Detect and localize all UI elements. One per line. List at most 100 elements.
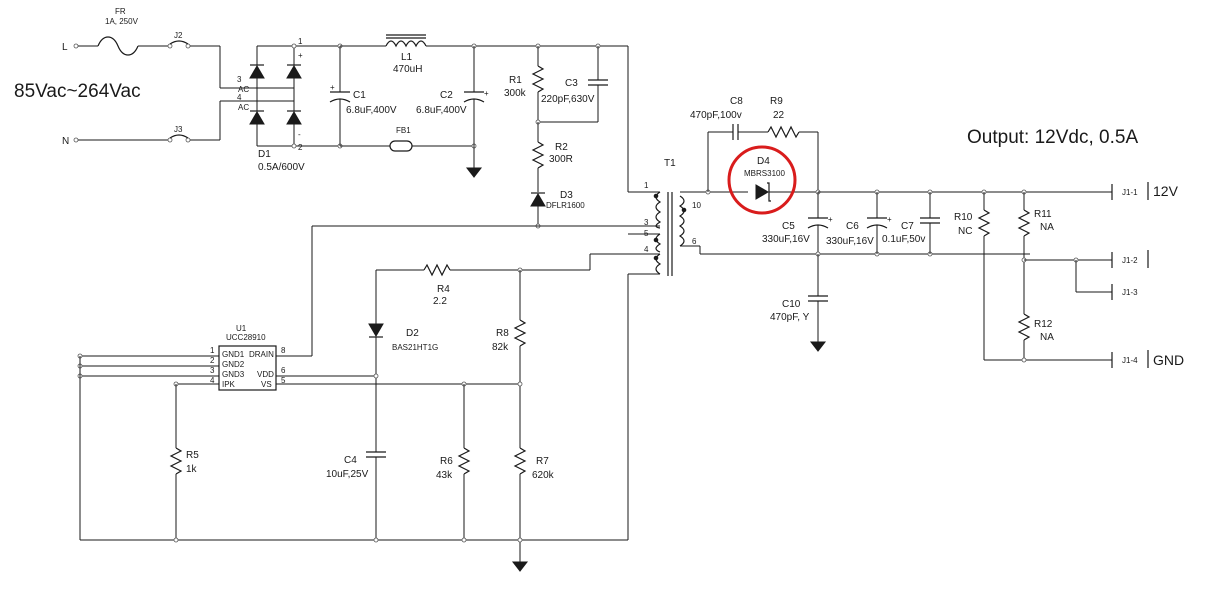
- c10-value: 470pF, Y: [770, 312, 810, 323]
- r8-ref: R8: [496, 328, 509, 339]
- r6-ref: R6: [440, 456, 453, 467]
- d4-value: MBRS3100: [744, 169, 785, 178]
- c5-value: 330uF,16V: [762, 234, 810, 245]
- bridge-pin-3: 3: [237, 75, 242, 84]
- r4-value: 2.2: [433, 296, 447, 307]
- t1-ref: T1: [664, 158, 676, 169]
- primary-snubber: R1 300k C3 220pF,630V R2 300R D3 DFLR160…: [504, 43, 608, 229]
- l1-inductor: [385, 40, 427, 48]
- u1-drain: DRAIN: [249, 350, 274, 359]
- r7-ref: R7: [536, 456, 549, 467]
- t1-pin-6: 6: [692, 237, 697, 246]
- j1-pin-2: J1-2: [1122, 256, 1138, 265]
- r2-resistor: [531, 141, 545, 169]
- l1-ref: L1: [401, 52, 413, 63]
- bridge-ac-2: AC: [238, 103, 249, 112]
- u1-part: UCC28910: [226, 333, 266, 342]
- d1-value: 0.5A/600V: [258, 162, 305, 173]
- r8-value: 82k: [492, 342, 509, 353]
- u1-pin-8: 8: [281, 346, 286, 355]
- input-section: 85Vac~264Vac L N FR 1A, 250V J2 J3: [14, 7, 257, 147]
- input-voltage-label: 85Vac~264Vac: [14, 81, 141, 102]
- bridge-pin-4: 4: [237, 93, 242, 102]
- fuse-value: 1A, 250V: [105, 17, 139, 26]
- r2-ref: R2: [555, 142, 568, 153]
- r1-resistor: [531, 65, 545, 93]
- r2-value: 300R: [549, 154, 573, 165]
- u1-pin-4: 4: [210, 376, 215, 385]
- neutral-terminal: [73, 137, 79, 143]
- r5-ref: R5: [186, 450, 199, 461]
- c3-value: 220pF,630V: [541, 94, 595, 105]
- bridge-pin-2: 2: [298, 143, 303, 152]
- u1-vdd: VDD: [257, 370, 274, 379]
- c2-ref: C2: [440, 90, 453, 101]
- r6-value: 43k: [436, 470, 453, 481]
- l1-value: 470uH: [393, 64, 422, 75]
- c1-ref: C1: [353, 90, 366, 101]
- j3-label: J3: [174, 125, 183, 134]
- r9-value: 22: [773, 110, 785, 121]
- jumper-j3: [169, 134, 189, 139]
- svg-text:+: +: [887, 215, 892, 224]
- fb1-ferrite-bead: [389, 140, 413, 152]
- r9-ref: R9: [770, 96, 783, 107]
- c7-ref: C7: [901, 221, 914, 232]
- c7-value: 0.1uF,50v: [882, 234, 925, 245]
- controller-section: U1 UCC28910 GND1 GND2 GND3 IPK DRAIN VDD…: [77, 226, 660, 572]
- r12-value: NA: [1040, 332, 1054, 343]
- r11-ref: R11: [1034, 209, 1052, 220]
- output-gnd-label: GND: [1153, 352, 1184, 368]
- r10-ref: R10: [954, 212, 973, 223]
- u1-gnd2: GND2: [222, 360, 245, 369]
- d2-value: BAS21HT1G: [392, 343, 438, 352]
- ground-symbol: [465, 167, 483, 178]
- c8-ref: C8: [730, 96, 743, 107]
- c6-value: 330uF,16V: [826, 236, 874, 247]
- d4-ref: D4: [757, 156, 770, 167]
- line-terminal-label: L: [62, 42, 68, 53]
- u1-ref: U1: [236, 324, 247, 333]
- c4-ref: C4: [344, 455, 357, 466]
- svg-text:+: +: [484, 89, 489, 98]
- t1-pin-4: 4: [644, 245, 649, 254]
- t1-pin-1: 1: [644, 181, 649, 190]
- r12-ref: R12: [1034, 319, 1053, 330]
- r1-ref: R1: [509, 75, 522, 86]
- fuse-ref: FR: [115, 7, 126, 16]
- u1-pin-5: 5: [281, 376, 286, 385]
- bridge-ac-1: AC: [238, 85, 249, 94]
- t1-pin-10: 10: [692, 201, 701, 210]
- j2-label: J2: [174, 31, 183, 40]
- u1-ic: [218, 345, 277, 391]
- t1-pin-5: 5: [644, 229, 649, 238]
- c10-ref: C10: [782, 299, 801, 310]
- svg-text:+: +: [828, 215, 833, 224]
- c1-value: 6.8uF,400V: [346, 105, 397, 116]
- output-title: Output: 12Vdc, 0.5A: [967, 127, 1138, 148]
- u1-pin-1: 1: [210, 346, 215, 355]
- d3-value: DFLR1600: [546, 201, 585, 210]
- bridge-minus: -: [298, 130, 301, 139]
- bridge-rectifier-d1: 3 4 AC AC 1 + - 2 D1 0.5A/600V: [237, 37, 340, 173]
- c4-value: 10uF,25V: [326, 469, 369, 480]
- secondary-section: Output: 12Vdc, 0.5A C8 470pF,100v R9 22 …: [690, 96, 1184, 368]
- svg-text:+: +: [330, 83, 335, 92]
- u1-gnd3: GND3: [222, 370, 245, 379]
- j1-pin-3: J1-3: [1122, 288, 1138, 297]
- fb1-ref: FB1: [396, 126, 411, 135]
- r5-value: 1k: [186, 464, 198, 475]
- fuse-symbol: [97, 36, 139, 56]
- u1-ipk: IPK: [222, 380, 236, 389]
- u1-pin-3: 3: [210, 366, 215, 375]
- d1-ref: D1: [258, 149, 271, 160]
- j1-pin-1: J1-1: [1122, 188, 1138, 197]
- input-filter: + C1 6.8uF,400V L1 470uH FB1 + C2 6.8uF,…: [329, 34, 628, 178]
- j1-pin-4: J1-4: [1122, 356, 1138, 365]
- u1-pin-6: 6: [281, 366, 286, 375]
- c6-ref: C6: [846, 221, 859, 232]
- r4-ref: R4: [437, 284, 450, 295]
- neutral-terminal-label: N: [62, 136, 69, 147]
- u1-vs: VS: [261, 380, 272, 389]
